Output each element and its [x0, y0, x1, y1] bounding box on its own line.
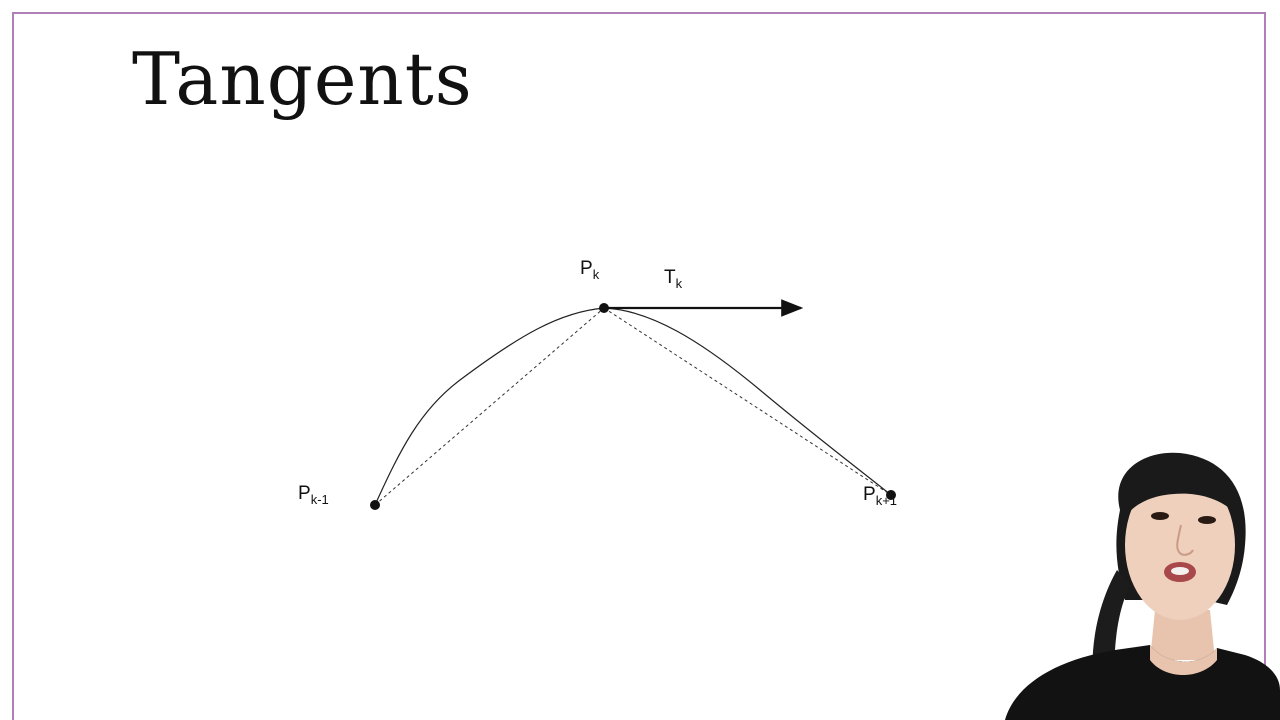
point-next — [886, 490, 896, 500]
label-p-prev: Pk-1 — [298, 483, 329, 507]
chord-prev-to-current — [374, 307, 605, 506]
presenter-neck — [1150, 610, 1215, 660]
point-prev — [370, 500, 380, 510]
presenter-hair-front — [1123, 467, 1242, 520]
label-p-current: Pk — [580, 258, 600, 282]
presenter-eye-right — [1198, 516, 1216, 524]
label-tangent: Tk — [664, 267, 683, 291]
label-p-next: Pk+1 — [863, 484, 897, 508]
presenter-eye-left — [1151, 512, 1169, 520]
presenter-nose — [1176, 524, 1194, 556]
presenter-video — [1005, 452, 1280, 720]
presenter-teeth — [1171, 567, 1189, 575]
point-current — [599, 303, 609, 313]
chord-current-to-next — [603, 307, 892, 496]
slide-frame — [12, 12, 1266, 720]
presenter-collar-skin — [1150, 645, 1217, 675]
spline-curve — [374, 307, 892, 506]
slide-title: Tangents — [132, 37, 473, 121]
presenter-shirt — [1005, 645, 1280, 720]
presenter-face — [1125, 470, 1235, 620]
